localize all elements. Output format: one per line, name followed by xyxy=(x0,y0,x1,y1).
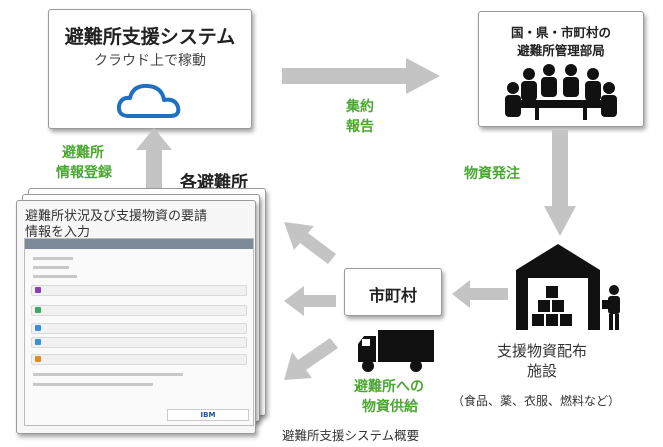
govt-title-line1: 国・県・市町村の xyxy=(510,25,611,40)
arrow-to-shelter-upper xyxy=(284,222,336,264)
arrow-register xyxy=(136,128,172,194)
diagram-caption: 避難所支援システム概要 xyxy=(282,428,420,443)
tablet-menu-row[interactable] xyxy=(31,285,247,296)
tablet-menu-row[interactable] xyxy=(31,323,247,334)
tablet-text-line xyxy=(33,266,69,269)
label-order: 物資発注 xyxy=(464,166,520,182)
label-register-line1: 避難所 xyxy=(62,145,104,161)
tablet-menu-row[interactable] xyxy=(31,305,247,316)
arrow-collect xyxy=(282,58,440,94)
menu-dot-icon xyxy=(35,307,41,313)
arrow-to-shelter-lower xyxy=(284,338,338,380)
tablet-brand-bar: IBM xyxy=(167,409,249,421)
govt-box: 国・県・市町村の 避難所管理部局 xyxy=(478,11,644,127)
facility-name-line2: 施設 xyxy=(526,362,557,380)
meeting-icon xyxy=(505,64,617,120)
label-register-line2: 情報登録 xyxy=(56,165,112,181)
municipality-label: 市町村 xyxy=(368,286,417,305)
shelter-input-line1: 避難所状況及び支援物資の要請 xyxy=(25,209,208,224)
shelter-input-line2: 情報を入力 xyxy=(25,225,91,240)
govt-title-line2: 避難所管理部局 xyxy=(517,43,605,58)
label-collect-line2: 報告 xyxy=(346,119,374,135)
menu-dot-icon xyxy=(35,356,41,362)
tablet-screen: IBM xyxy=(24,238,254,426)
tablet-menu-row[interactable] xyxy=(31,337,247,348)
menu-dot-icon xyxy=(35,339,41,345)
facility-items: （食品、薬、衣服、燃料など） xyxy=(452,394,621,408)
tablet-text-line xyxy=(33,373,183,376)
arrow-to-shelter-mid xyxy=(284,286,336,316)
municipality-box: 市町村 xyxy=(344,268,442,316)
system-box: 避難所支援システム クラウド上で稼動 xyxy=(48,9,252,129)
label-collect-line1: 集約 xyxy=(346,99,374,115)
truck-icon xyxy=(358,330,434,372)
tablet-header-bar xyxy=(25,239,253,249)
arrow-order xyxy=(544,130,576,236)
arrow-to-municipality xyxy=(452,280,508,308)
label-supply-line1: 避難所への xyxy=(354,379,424,395)
tablet-menu-row[interactable] xyxy=(31,354,247,365)
ibm-logo: IBM xyxy=(200,411,216,419)
facility-name-line1: 支援物資配布 xyxy=(496,342,587,360)
tablet-text-line xyxy=(33,275,77,278)
tablet-text-line xyxy=(33,257,73,260)
menu-dot-icon xyxy=(35,325,41,331)
system-subtitle: クラウド上で稼動 xyxy=(94,53,206,69)
cloud-icon xyxy=(116,83,181,118)
warehouse-icon xyxy=(516,244,620,330)
tablet-text-line xyxy=(33,383,153,386)
menu-dot-icon xyxy=(35,287,41,293)
system-title: 避難所支援システム xyxy=(64,26,236,48)
label-supply-line2: 物資供給 xyxy=(362,399,418,415)
